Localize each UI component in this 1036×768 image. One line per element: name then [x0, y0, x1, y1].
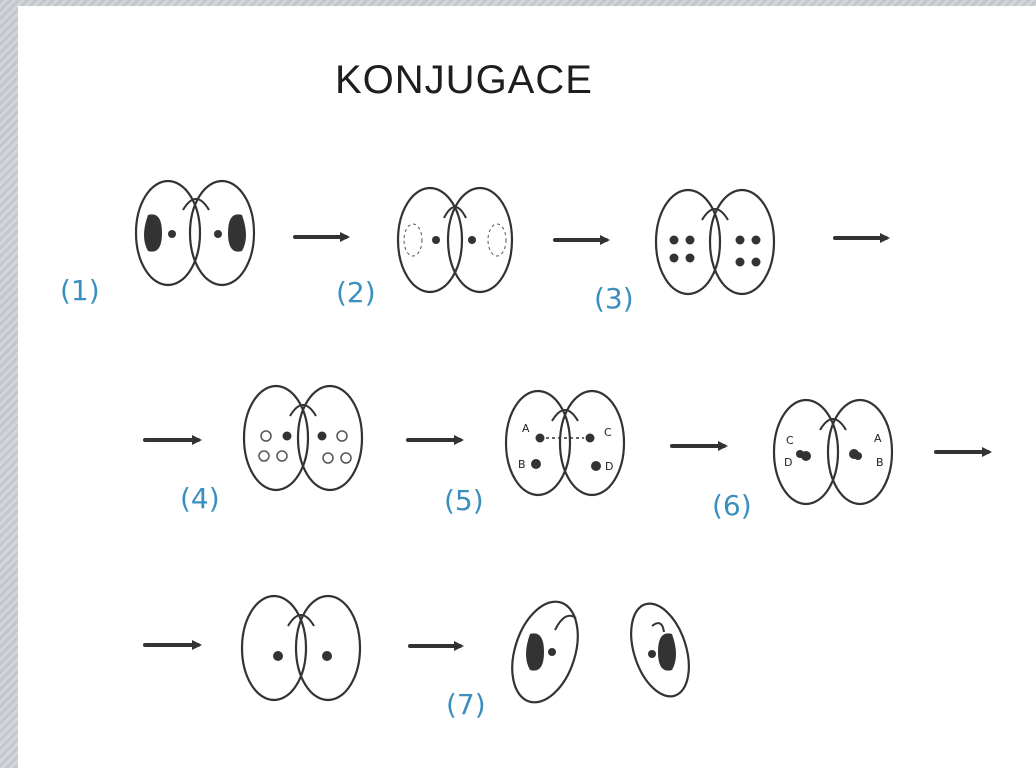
cell-left — [242, 384, 310, 492]
conjugation-bridge — [819, 418, 847, 431]
diagram-title: KONJUGACE — [335, 58, 593, 102]
stage-label: (7) — [446, 688, 486, 721]
macronucleus — [526, 633, 544, 671]
meiotic-micronuclei — [669, 235, 761, 267]
conjugation-bridge — [289, 404, 317, 417]
micronucleus — [282, 431, 292, 441]
stage-label: (1) — [60, 274, 100, 307]
cell-right — [826, 398, 894, 506]
micronucleus — [548, 648, 556, 656]
cell-left — [240, 594, 308, 702]
cell-right — [708, 188, 776, 296]
cell-left — [504, 389, 572, 497]
fusing-nuclei — [796, 449, 862, 461]
stage-4: (4) — [180, 384, 364, 515]
stage-6: C D A B (6) — [712, 398, 894, 522]
zygotic-nucleus — [322, 651, 332, 661]
conjugation-bridge — [701, 208, 729, 221]
cell-right — [558, 389, 626, 497]
macronucleus — [144, 214, 162, 252]
conjugation-bridge — [182, 198, 210, 211]
stage-label: (2) — [336, 276, 376, 309]
gametic-nuclei — [531, 433, 601, 471]
stage-1: (1) — [60, 179, 256, 307]
micronucleus — [214, 230, 222, 238]
cell-left — [396, 186, 464, 294]
conjugation-bridge — [443, 206, 467, 219]
nucleus-label-a: A — [874, 432, 882, 445]
zygotic-nucleus — [273, 651, 283, 661]
exconjugant-right — [630, 602, 690, 698]
micronucleus — [648, 650, 656, 658]
macronucleus — [658, 633, 676, 671]
nucleus-label-d: D — [784, 456, 792, 469]
nucleus-label-d: D — [605, 460, 613, 473]
exconjugant-left — [511, 600, 579, 704]
micronucleus — [168, 230, 176, 238]
nucleus-label-b: B — [518, 458, 526, 471]
degenerating-macronucleus — [403, 223, 423, 257]
bridge-remnant — [651, 622, 665, 633]
stage-separation-start — [240, 594, 362, 702]
stage-label: (3) — [594, 282, 634, 315]
stage-label: (4) — [180, 482, 220, 515]
cell-left — [772, 398, 840, 506]
cell-right — [446, 186, 514, 294]
nucleus-label-c: C — [786, 434, 794, 447]
stage-5: A B C D (5) — [444, 389, 626, 517]
bridge-remnant — [554, 614, 577, 631]
cell-right — [294, 594, 362, 702]
diagram-panel — [18, 6, 1036, 768]
stage-label: (5) — [444, 484, 484, 517]
conjugation-bridge — [551, 409, 579, 422]
cell-right — [188, 179, 256, 287]
macronucleus — [228, 214, 246, 252]
cell-left — [134, 179, 202, 287]
stage-7: (7) — [446, 600, 690, 721]
micronucleus — [317, 431, 327, 441]
degenerating-macronucleus — [487, 223, 507, 257]
degenerating-nuclei — [258, 430, 352, 464]
cell-right — [296, 384, 364, 492]
nucleus-label-b: B — [876, 456, 884, 469]
stage-2: (2) — [336, 186, 514, 309]
cell-left — [654, 188, 722, 296]
nucleus-label-a: A — [522, 422, 530, 435]
nucleus-label-c: C — [604, 426, 612, 439]
stage-label: (6) — [712, 489, 752, 522]
stage-3: (3) — [594, 188, 776, 315]
micronucleus — [432, 236, 440, 244]
conjugation-bridge — [287, 614, 315, 627]
micronucleus — [468, 236, 476, 244]
